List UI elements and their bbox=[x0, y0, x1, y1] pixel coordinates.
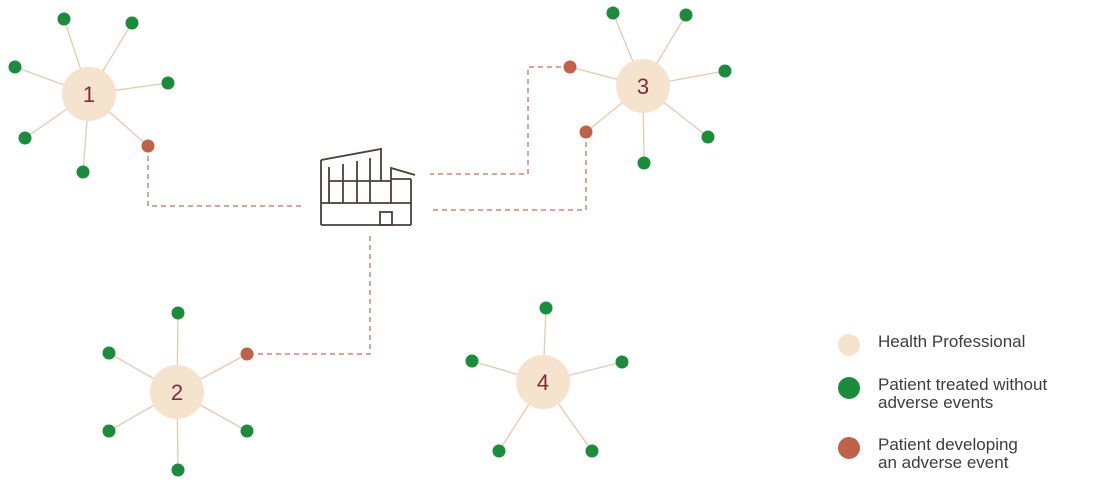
patient-ok-dot bbox=[539, 301, 553, 315]
health-professional-number: 2 bbox=[171, 380, 183, 405]
patient-ok-dot bbox=[718, 64, 732, 78]
health-professional-3 bbox=[616, 59, 670, 113]
patient-ok-dot bbox=[701, 130, 715, 144]
legend-label-patient-ok: Patient treated without adverse events bbox=[878, 375, 1048, 412]
patient-ok-dot bbox=[18, 131, 32, 145]
patient-ok-dot bbox=[125, 16, 139, 30]
patient-ok-swatch bbox=[838, 377, 860, 399]
patient-adverse-dot bbox=[240, 347, 254, 361]
report-link-1 bbox=[147, 147, 305, 207]
patient-ok-dot bbox=[240, 424, 254, 438]
patient-ok-dot bbox=[8, 60, 22, 74]
patient-ok-dot bbox=[585, 444, 599, 458]
patient-ok-dot bbox=[102, 346, 116, 360]
health-professional-2 bbox=[150, 365, 204, 419]
legend-label-health-professional: Health Professional bbox=[878, 332, 1026, 351]
legend-item-patient-ok: Patient treated without adverse events bbox=[838, 376, 1047, 412]
patient-ok-dot bbox=[606, 6, 620, 20]
report-link-2 bbox=[430, 66, 570, 175]
patient-adverse-swatch bbox=[838, 437, 860, 459]
health-professional-swatch bbox=[838, 334, 860, 356]
patient-nodes bbox=[8, 6, 732, 477]
health-professional-number: 4 bbox=[537, 370, 549, 395]
legend-item-patient-adverse: Patient developing an adverse event bbox=[838, 436, 1018, 472]
health-professional-number: 3 bbox=[637, 74, 649, 99]
legend-label-patient-adverse: Patient developing an adverse event bbox=[878, 435, 1018, 472]
patient-ok-dot bbox=[637, 156, 651, 170]
reporting-links bbox=[147, 66, 587, 355]
report-link-4 bbox=[247, 236, 371, 355]
patient-ok-dot bbox=[171, 463, 185, 477]
patient-ok-dot bbox=[102, 424, 116, 438]
patient-ok-dot bbox=[679, 8, 693, 22]
health-professional-4 bbox=[516, 355, 570, 409]
health-professional-number: 1 bbox=[83, 82, 95, 107]
patient-ok-dot bbox=[492, 444, 506, 458]
patient-adverse-dot bbox=[579, 125, 593, 139]
manufacturer-factory-icon bbox=[320, 147, 416, 226]
patient-ok-dot bbox=[76, 165, 90, 179]
patient-ok-dot bbox=[465, 354, 479, 368]
health-professional-1 bbox=[62, 67, 116, 121]
patient-ok-dot bbox=[171, 306, 185, 320]
report-link-3 bbox=[430, 133, 587, 211]
patient-ok-dot bbox=[161, 76, 175, 90]
patient-ok-dot bbox=[57, 12, 71, 26]
patient-ok-dot bbox=[615, 355, 629, 369]
patient-adverse-dot bbox=[563, 60, 577, 74]
legend-item-health-professional: Health Professional bbox=[838, 333, 1025, 356]
patient-adverse-dot bbox=[141, 139, 155, 153]
health-professional-nodes: 1 2 3 4 bbox=[62, 59, 670, 419]
